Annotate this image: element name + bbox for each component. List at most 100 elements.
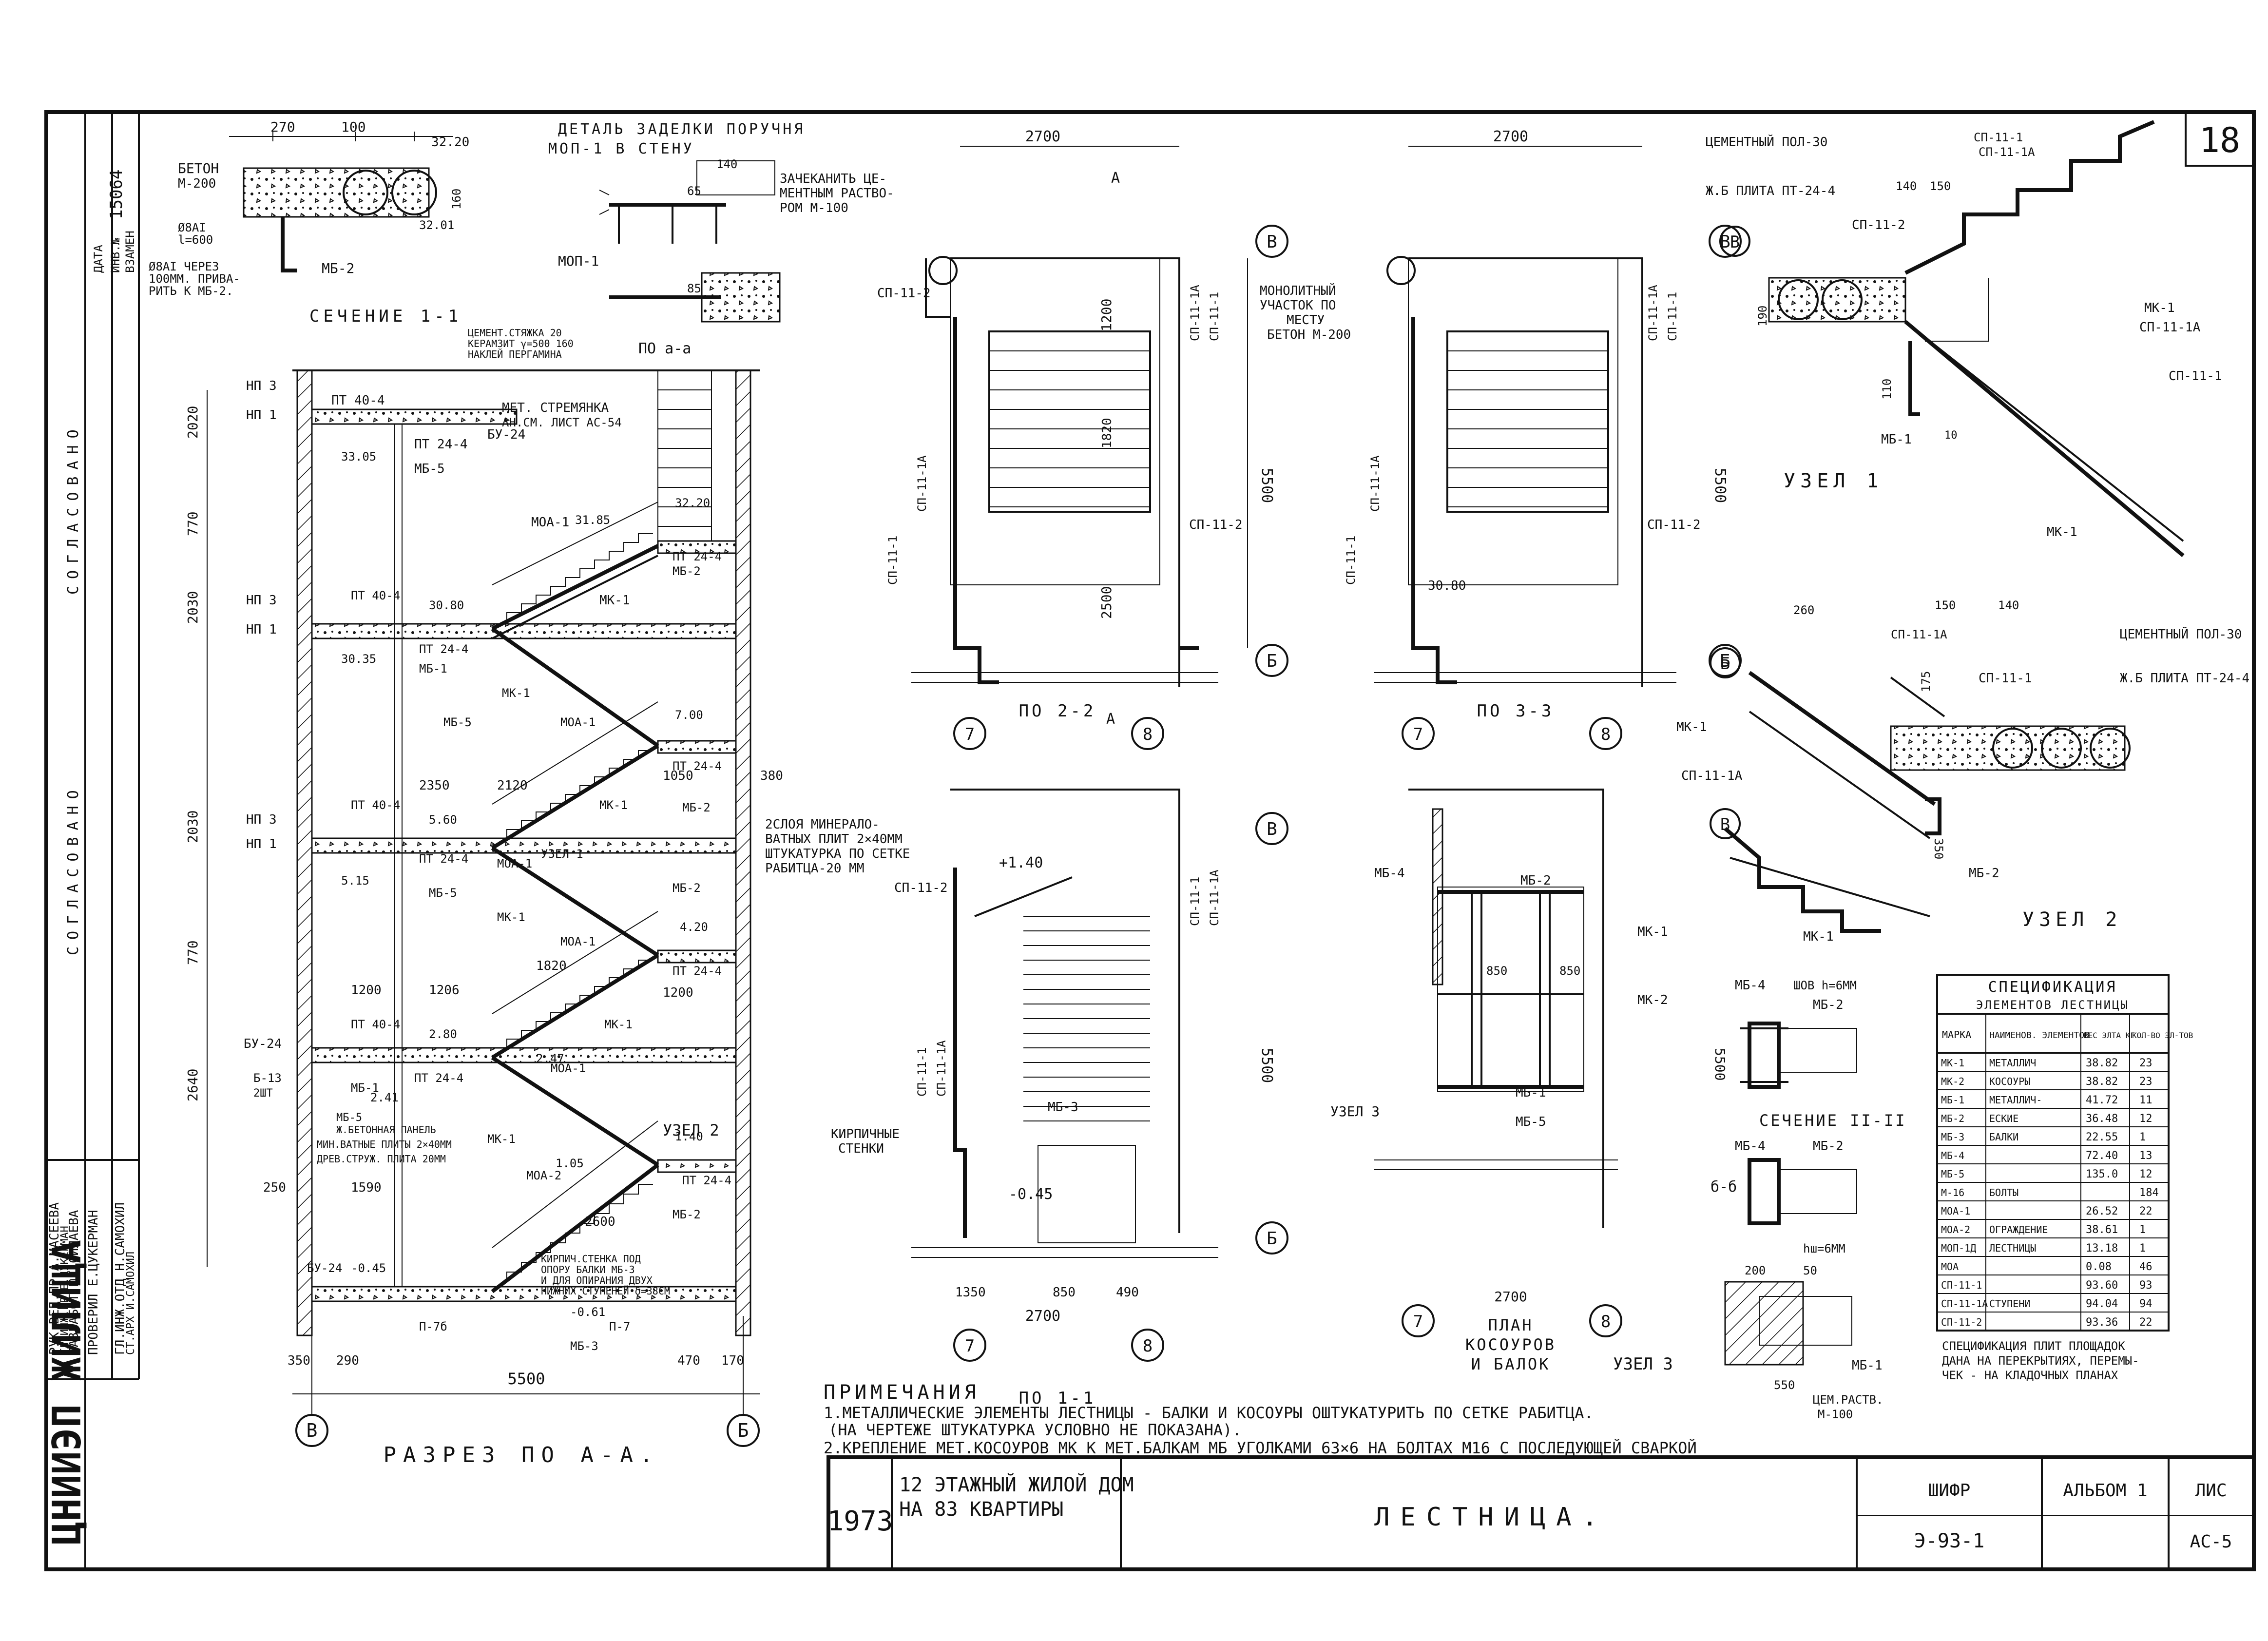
spec-cell-weight: 72.40	[2086, 1150, 2118, 1162]
label-insul-3: ДРЕВ.СТРУЖ. ПЛИТА 20ММ	[317, 1153, 446, 1165]
label-mono-1: МОНОЛИТНЫЙ	[1260, 283, 1336, 298]
dim-50-n3: 50	[1803, 1264, 1817, 1277]
label-mk1-6: МК-1	[487, 1132, 516, 1146]
elev-8: 5.15	[341, 874, 369, 888]
dim-200-n3: 200	[1745, 1264, 1766, 1277]
dim-3201-s11: 32.01	[419, 218, 454, 232]
title-plan-beams-3: И БАЛОК	[1471, 1355, 1551, 1373]
label-mb2-1: МБ-2	[673, 564, 701, 578]
dim-2700-beams: 2700	[1494, 1289, 1527, 1305]
label-np3-3: НП 3	[246, 812, 277, 827]
label-weld-s22: ШОВ h=6ММ	[1793, 979, 1857, 992]
elev-15: -0.45	[351, 1261, 386, 1275]
label-mk1-beams: МК-1	[1637, 925, 1668, 939]
dim-350-n2: 350	[1932, 838, 1945, 859]
label-sp11a-n1b: СП-11-1А	[2139, 320, 2201, 335]
label-sp11a-n2b: СП-11-1А	[1681, 769, 1743, 783]
title-handrail-1: ДЕТАЛЬ ЗАДЕЛКИ ПОРУЧНЯ	[558, 121, 805, 138]
label-mb2-s22: МБ-2	[1813, 998, 1844, 1012]
label-screed: ЦЕМЕНТ.СТЯЖКА 20	[468, 327, 562, 339]
label-sp11-22b: СП-11-1	[886, 536, 900, 585]
label-pt404-1: ПТ 40-4	[351, 589, 400, 602]
label-np1-3: НП 1	[246, 837, 277, 851]
spec-subtitle: ЭЛЕМЕНТОВ ЛЕСТНИЦЫ	[1976, 998, 2129, 1012]
label-moa1-4: МОА-1	[560, 935, 596, 948]
label-rebar-2: l=600	[178, 233, 213, 247]
label-mk2-beams: МК-2	[1637, 993, 1668, 1007]
spec-table-frame	[1936, 974, 2170, 1332]
spec-cell-name: КОСОУРЫ	[1989, 1076, 2030, 1087]
label-mineral-4: РАБИТЦА-20 ММ	[765, 861, 865, 876]
dim-2350-aa: 2350	[419, 778, 450, 793]
label-pt244-5: ПТ 24-4	[673, 964, 722, 978]
dim-170-aa: 170	[721, 1353, 744, 1368]
label-mk1-n2: МК-1	[1676, 720, 1707, 734]
label-ladder-2: АН.СМ. ЛИСТ АС-54	[502, 416, 622, 429]
stamp-row-1: РАЗРАБОТ ЮЛ СИЛАЕВА	[67, 1210, 81, 1355]
label-moa1-5: МОА-1	[551, 1062, 586, 1075]
spec-cell-qty: 184	[2139, 1187, 2159, 1199]
label-brick-1: КИРПИЧНЫЕ	[831, 1127, 900, 1141]
spec-cell-weight: 36.48	[2086, 1113, 2118, 1125]
dim-175-n2: 175	[1919, 671, 1933, 692]
spec-cell-weight: 41.72	[2086, 1094, 2118, 1106]
label-sp11a-11b: СП-11-1А	[935, 1040, 948, 1097]
label-mb5-beams: МБ-5	[1516, 1115, 1546, 1129]
label-mb2-n2: МБ-2	[1969, 866, 1999, 881]
album: АЛЬБОМ 1	[2063, 1481, 2147, 1501]
label-mk1-n1: МК-1	[2144, 301, 2175, 315]
dim-380-aa: 380	[760, 769, 783, 783]
label-mb3-aa: МБ-3	[570, 1339, 598, 1353]
spec-cell-name: БАЛКИ	[1989, 1131, 2018, 1143]
spec-cell-qty: 1	[2139, 1224, 2146, 1236]
label-sp112-n1: СП-11-2	[1852, 218, 1905, 232]
note-1: 1.МЕТАЛЛИЧЕСКИЕ ЭЛЕМЕНТЫ ЛЕСТНИЦЫ - БАЛК…	[824, 1404, 1594, 1422]
spec-cell-name: ОГРАЖДЕНИЕ	[1989, 1224, 2048, 1236]
label-slab-n1: Ж.Б ПЛИТА ПТ-24-4	[1706, 184, 1835, 198]
label-pt404-top: ПТ 40-4	[331, 393, 385, 408]
spec-cell-mark: МБ-5	[1941, 1168, 1964, 1180]
label-mb4-s22: МБ-4	[1735, 978, 1766, 993]
spec-cell-name: МЕТАЛЛИЧ-	[1989, 1094, 2042, 1106]
label-mono-3: МЕСТУ	[1287, 313, 1325, 328]
elev-2: 30.80	[429, 598, 464, 612]
label-node3-ref: УЗЕЛ 3	[1330, 1103, 1380, 1120]
label-moa2: МОА-2	[526, 1169, 561, 1182]
label-bitumen: НАКЛЕЙ ПЕРГАМИНА	[468, 348, 562, 360]
label-mb2-3: МБ-2	[673, 881, 701, 895]
label-rebar-1: Ø8АI	[178, 221, 206, 234]
title-plan-33: ПО 3-3	[1477, 701, 1555, 721]
spec-cell-weight: 26.52	[2086, 1205, 2118, 1217]
label-insul-1: Ж.БЕТОННАЯ ПАНЕЛЬ	[336, 1124, 436, 1136]
spec-cell-weight: 38.61	[2086, 1224, 2118, 1236]
label-mb2-2: МБ-2	[682, 801, 711, 814]
label-moa1-1: МОА-1	[531, 515, 569, 530]
label-slab-n2: Ж.Б ПЛИТА ПТ-24-4	[2120, 671, 2249, 686]
elev-33: 30.80	[1428, 579, 1466, 593]
dim-2640: 2640	[185, 1069, 201, 1101]
grid-8-11: 8	[1143, 1336, 1153, 1356]
elev-9: 4.20	[680, 920, 708, 934]
spec-cell-mark: МБ-2	[1941, 1113, 1964, 1124]
label-sp11-n2: СП-11-1	[1979, 671, 2032, 686]
elev-11: 2.41	[370, 1091, 399, 1104]
grid-v-n2-circle	[1710, 808, 1741, 839]
dim-2500-22: 2500	[1098, 586, 1115, 619]
notes-heading: ПРИМЕЧАНИЯ	[824, 1381, 980, 1404]
label-node2-ref: УЗЕЛ 2	[663, 1121, 719, 1139]
label-sp11-33b: СП-11-1	[1344, 536, 1358, 585]
label-mb5-3: МБ-5	[429, 886, 457, 900]
label-sp11a-22b: СП-11-1А	[915, 455, 929, 512]
spec-cell-qty: 23	[2139, 1057, 2153, 1069]
grid-b-22: Б	[1267, 651, 1277, 671]
section-22-drawing	[1724, 1022, 1857, 1366]
spec-cell-name: СТУПЕНИ	[1989, 1298, 2030, 1310]
replace-label: ВЗАМЕН	[123, 231, 137, 273]
grid-v-33: В	[1720, 232, 1730, 252]
label-brick-2: СТЕНКИ	[838, 1141, 884, 1156]
dim-250-aa: 250	[263, 1180, 286, 1195]
label-brickwall-1: КИРПИЧ.СТЕНКА ПОД	[541, 1253, 641, 1265]
label-mb5-2: МБ-5	[443, 715, 472, 729]
